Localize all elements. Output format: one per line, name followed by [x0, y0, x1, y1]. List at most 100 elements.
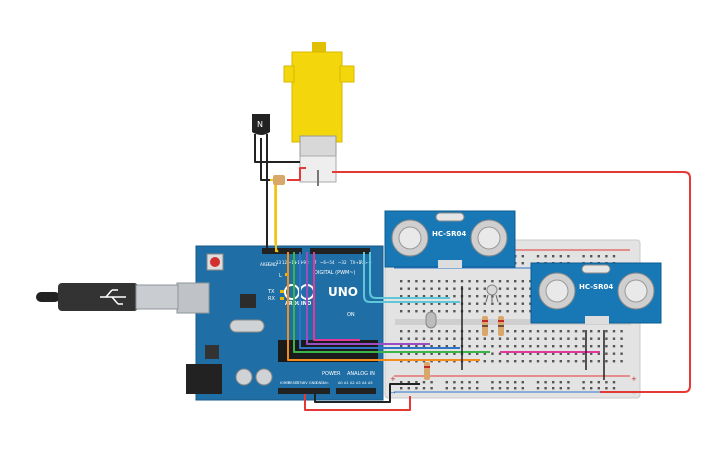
breadboard-hole[interactable]	[612, 387, 616, 390]
resistor-1[interactable]	[482, 316, 488, 336]
breadboard-hole[interactable]	[536, 360, 540, 363]
breadboard-hole[interactable]	[491, 280, 494, 283]
breadboard-hole[interactable]	[430, 310, 433, 313]
breadboard-hole[interactable]	[476, 337, 479, 340]
resistor-2[interactable]	[498, 316, 504, 336]
breadboard-hole[interactable]	[422, 310, 426, 313]
npn-transistor[interactable]: N	[252, 114, 270, 135]
resistor-3[interactable]	[424, 362, 430, 380]
breadboard-hole[interactable]	[430, 387, 433, 390]
breadboard-hole[interactable]	[445, 302, 448, 305]
breadboard-hole[interactable]	[574, 337, 578, 340]
breadboard-hole[interactable]	[514, 360, 517, 363]
breadboard-hole[interactable]	[559, 330, 562, 333]
breadboard-hole[interactable]	[422, 287, 426, 290]
breadboard-hole[interactable]	[574, 330, 578, 333]
breadboard-hole[interactable]	[536, 387, 540, 390]
breadboard-hole[interactable]	[552, 352, 555, 355]
breadboard-hole[interactable]	[506, 280, 509, 283]
breadboard-hole[interactable]	[597, 337, 600, 340]
breadboard-hole[interactable]	[476, 295, 479, 298]
breadboard-hole[interactable]	[590, 352, 593, 355]
breadboard-hole[interactable]	[559, 345, 562, 348]
breadboard-hole[interactable]	[514, 387, 517, 390]
breadboard-hole[interactable]	[468, 287, 471, 290]
breadboard-hole[interactable]	[552, 360, 555, 363]
ultrasonic-sensor-1[interactable]: HC-SR04	[384, 210, 516, 268]
breadboard-hole[interactable]	[574, 360, 578, 363]
analog-header[interactable]	[336, 388, 376, 394]
breadboard-hole[interactable]	[514, 345, 517, 348]
breadboard-hole[interactable]	[491, 387, 494, 390]
breadboard-hole[interactable]	[544, 255, 547, 258]
wire-orange[interactable]	[287, 252, 480, 361]
breadboard-hole[interactable]	[430, 360, 433, 363]
breadboard-hole[interactable]	[506, 302, 509, 305]
breadboard-hole[interactable]	[605, 345, 608, 348]
breadboard-hole[interactable]	[544, 381, 547, 384]
breadboard-hole[interactable]	[430, 287, 433, 290]
breadboard-hole[interactable]	[514, 310, 517, 313]
breadboard-hole[interactable]	[552, 345, 555, 348]
breadboard-hole[interactable]	[400, 280, 403, 283]
breadboard-hole[interactable]	[536, 352, 540, 355]
breadboard-hole[interactable]	[597, 255, 600, 258]
breadboard-hole[interactable]	[544, 330, 547, 333]
breadboard-hole[interactable]	[438, 280, 441, 283]
breadboard-hole[interactable]	[529, 287, 532, 290]
breadboard-hole[interactable]	[498, 287, 502, 290]
breadboard-hole[interactable]	[567, 345, 570, 348]
breadboard-hole[interactable]	[468, 337, 471, 340]
breadboard-hole[interactable]	[514, 295, 517, 298]
breadboard-hole[interactable]	[498, 302, 502, 305]
breadboard-hole[interactable]	[407, 287, 410, 290]
breadboard-hole[interactable]	[498, 360, 502, 363]
breadboard-hole[interactable]	[415, 381, 418, 384]
breadboard-hole[interactable]	[445, 381, 448, 384]
power-header[interactable]	[278, 388, 330, 394]
breadboard-hole[interactable]	[498, 387, 502, 390]
breadboard-hole[interactable]	[468, 381, 471, 384]
breadboard-hole[interactable]	[407, 337, 410, 340]
breadboard-hole[interactable]	[514, 330, 517, 333]
breadboard-hole[interactable]	[400, 295, 403, 298]
breadboard-hole[interactable]	[476, 302, 479, 305]
breadboard-hole[interactable]	[491, 381, 494, 384]
breadboard-hole[interactable]	[559, 360, 562, 363]
wire-cyan-echo[interactable]	[369, 252, 450, 299]
breadboard-hole[interactable]	[400, 302, 403, 305]
breadboard-hole[interactable]	[498, 381, 502, 384]
breadboard-hole[interactable]	[400, 330, 403, 333]
breadboard-hole[interactable]	[544, 360, 547, 363]
breadboard-hole[interactable]	[552, 337, 555, 340]
breadboard-hole[interactable]	[491, 302, 494, 305]
breadboard-hole[interactable]	[438, 302, 441, 305]
breadboard-hole[interactable]	[422, 345, 426, 348]
breadboard-hole[interactable]	[567, 387, 570, 390]
breadboard-hole[interactable]	[407, 345, 410, 348]
breadboard-hole[interactable]	[430, 295, 433, 298]
breadboard-hole[interactable]	[430, 381, 433, 384]
ultrasonic-sensor-2[interactable]: HC-SR04	[530, 262, 662, 324]
breadboard-hole[interactable]	[567, 352, 570, 355]
breadboard-hole[interactable]	[597, 352, 600, 355]
breadboard-hole[interactable]	[536, 345, 540, 348]
breadboard-hole[interactable]	[483, 280, 486, 283]
breadboard-hole[interactable]	[567, 330, 570, 333]
breadboard-hole[interactable]	[521, 302, 524, 305]
breadboard-hole[interactable]	[612, 255, 616, 258]
breadboard-hole[interactable]	[468, 330, 471, 333]
led-white[interactable]	[425, 311, 437, 329]
breadboard-hole[interactable]	[521, 330, 524, 333]
breadboard-hole[interactable]	[559, 381, 562, 384]
breadboard-hole[interactable]	[590, 337, 593, 340]
breadboard-hole[interactable]	[453, 310, 456, 313]
breadboard-hole[interactable]	[605, 255, 608, 258]
breadboard-hole[interactable]	[612, 345, 616, 348]
breadboard-hole[interactable]	[445, 287, 448, 290]
breadboard-hole[interactable]	[574, 352, 578, 355]
wire-purple[interactable]	[306, 252, 430, 345]
breadboard-hole[interactable]	[460, 387, 464, 390]
breadboard-hole[interactable]	[521, 337, 524, 340]
breadboard-hole[interactable]	[415, 280, 418, 283]
